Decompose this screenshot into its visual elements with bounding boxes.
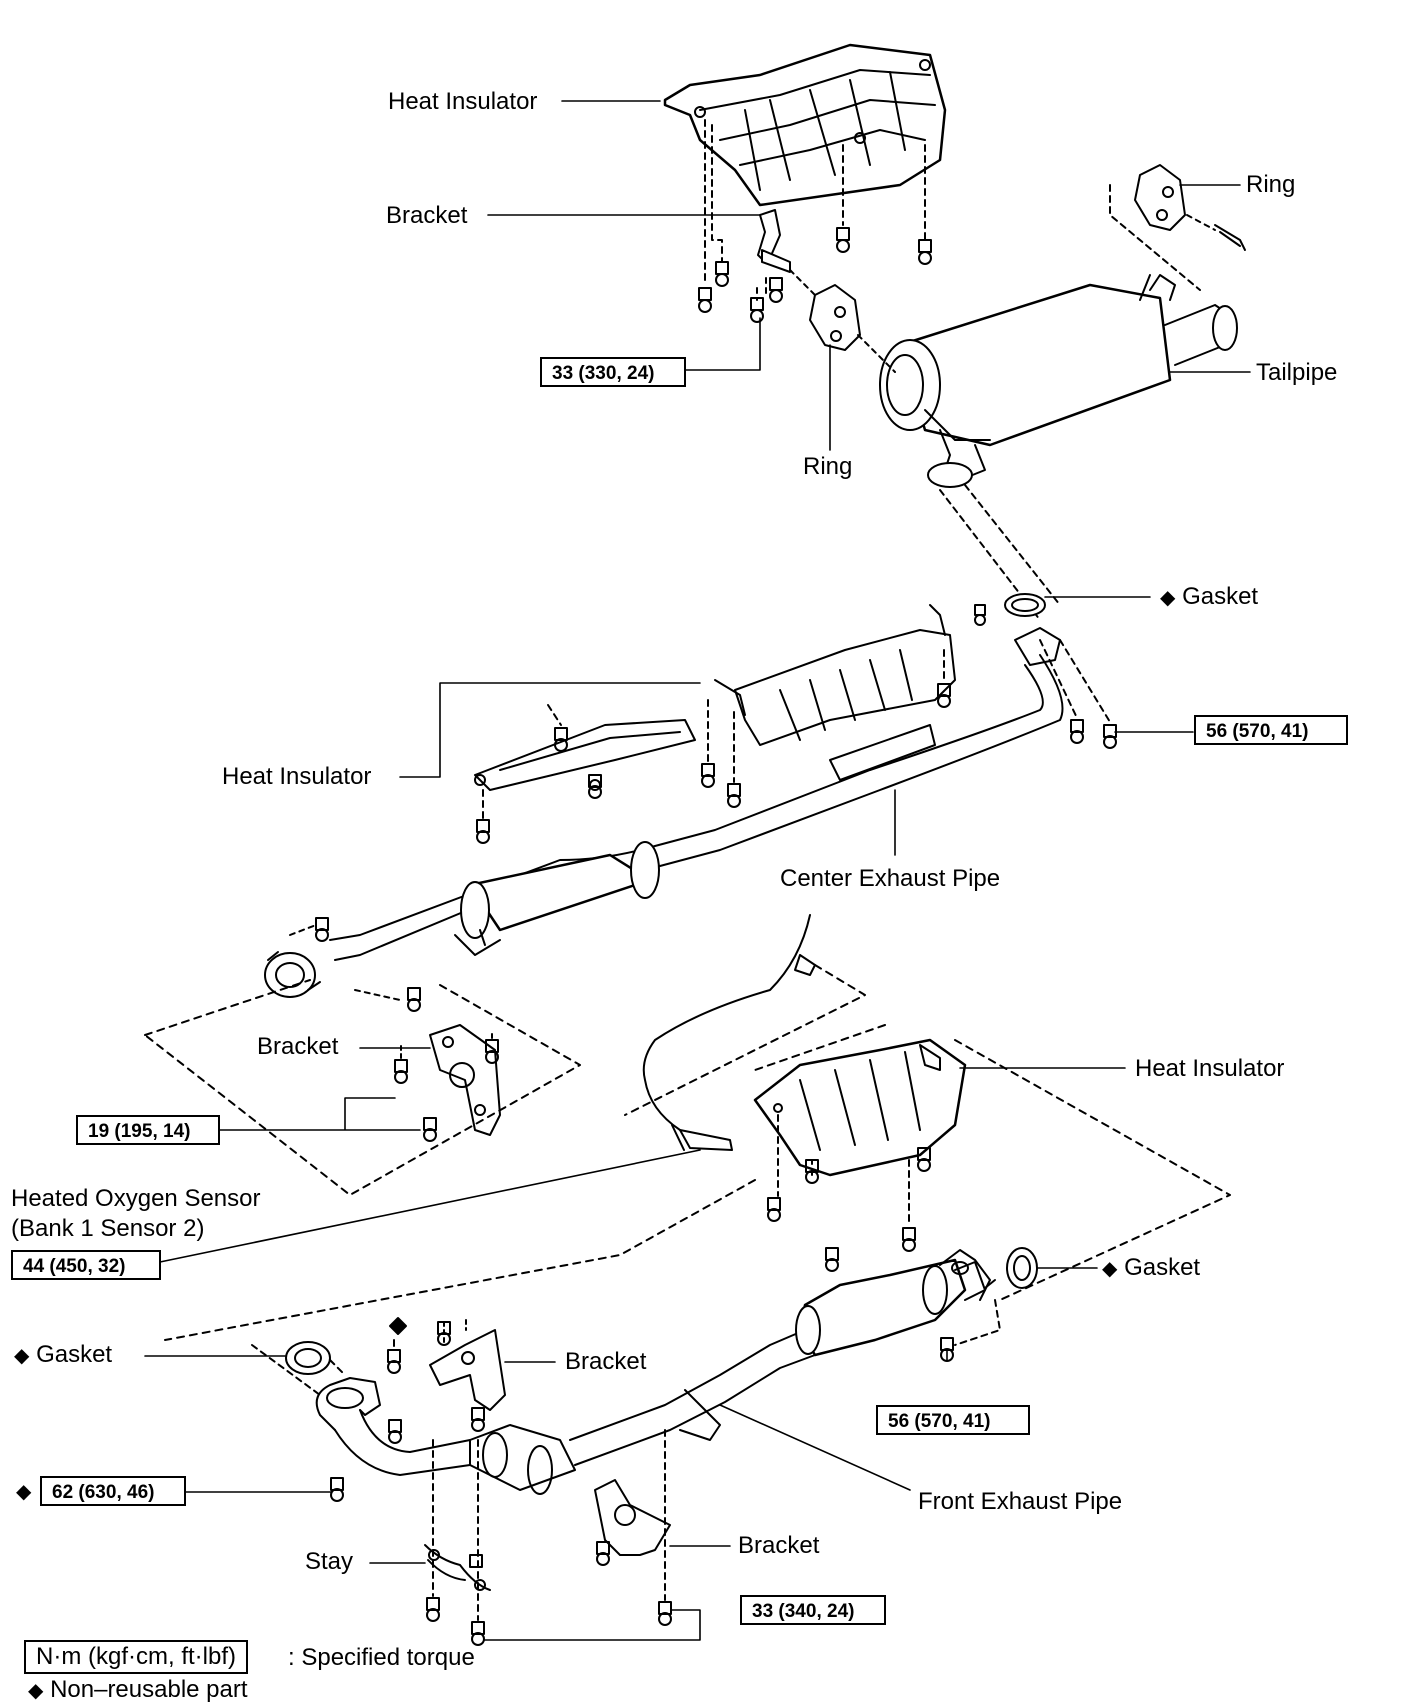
label-gasket-right-low: ◆ Gasket	[1102, 1254, 1200, 1283]
dashed-box-low-insulator	[754, 1024, 1231, 1301]
label-stay: Stay	[305, 1548, 354, 1575]
label-bracket-mid: Bracket	[257, 1033, 339, 1060]
label-bracket-top: Bracket	[386, 202, 468, 229]
nonreusable-symbol: ◆	[16, 1481, 32, 1503]
heat-insulator-top-dash-lines	[704, 119, 926, 286]
torque-box-62-630-46: 62 (630, 46)	[40, 1476, 186, 1506]
ring-mid-part	[789, 269, 896, 373]
dashed-box-mid	[144, 979, 581, 1196]
front-pipe-gasket-right	[1006, 1247, 1038, 1289]
torque-62-row: ◆	[16, 1477, 31, 1506]
leader-lines-top	[487, 100, 761, 371]
bracket-mid-part	[394, 1024, 501, 1142]
legend-unit-box: N·m (kgf·cm, ft·lbf)	[24, 1640, 248, 1674]
bottom-bolts	[330, 1339, 672, 1646]
nonreusable-symbol: ◆	[28, 1680, 44, 1702]
heat-insulator-mid-bolts	[476, 604, 1117, 844]
label-heated-oxygen-sensor-sub: (Bank 1 Sensor 2)	[11, 1215, 205, 1242]
legend-nonreusable: ◆ Non–reusable part	[28, 1676, 248, 1705]
leader-heat-insulator-mid	[399, 682, 701, 778]
nonreusable-symbol: ◆	[1160, 587, 1176, 609]
heat-insulator-mid-dashes	[482, 639, 1111, 819]
torque-box-56-570-41-lower: 56 (570, 41)	[876, 1405, 1030, 1435]
label-ring-mid: Ring	[803, 453, 853, 480]
oxygen-sensor-part	[642, 914, 816, 1151]
bolts-top	[698, 227, 932, 323]
center-pipe-left-bolts	[289, 917, 421, 1012]
nonreusable-symbol: ◆	[14, 1345, 30, 1367]
torque-box-33-340-24: 33 (340, 24)	[740, 1595, 886, 1625]
dashed-gasket-left	[251, 1344, 346, 1396]
torque-box-19-195-14: 19 (195, 14)	[76, 1115, 220, 1145]
label-gasket-mid: ◆ Gasket	[1160, 583, 1258, 612]
label-tailpipe: Tailpipe	[1256, 359, 1338, 386]
label-bracket-bottom: Bracket	[738, 1532, 820, 1559]
nonreusable-marker-front	[389, 1317, 407, 1335]
label-center-exhaust-pipe: Center Exhaust Pipe	[780, 865, 1001, 892]
label-heat-insulator-low: Heat Insulator	[1135, 1055, 1285, 1082]
muffler-tailpipe-part	[879, 274, 1238, 488]
torque-box-33-330-24: 33 (330, 24)	[540, 357, 686, 387]
gasket-left-low-part	[285, 1341, 331, 1375]
label-heat-insulator-top: Heat Insulator	[388, 88, 538, 115]
leader-33-b	[484, 1609, 701, 1641]
leader-19	[219, 1097, 421, 1131]
bracket-bottom-part	[594, 1479, 671, 1566]
label-gasket-left-low-text: Gasket	[36, 1341, 113, 1368]
dashed-box-sensor	[164, 964, 866, 1341]
center-exhaust-pipe-part	[264, 627, 1064, 998]
bracket-top-part	[756, 209, 791, 301]
heat-insulator-low-bolts	[767, 1114, 931, 1272]
label-gasket-right-low-text: Gasket	[1124, 1254, 1201, 1281]
legend-nonreusable-text: Non–reusable part	[50, 1676, 248, 1703]
heat-insulator-top-part	[663, 43, 947, 207]
leader-oxygen-sensor	[159, 1149, 701, 1263]
heat-insulator-low-part	[753, 1038, 967, 1177]
front-exhaust-pipe-part	[315, 1249, 996, 1495]
label-bracket-low: Bracket	[565, 1348, 647, 1375]
label-heat-insulator-mid: Heat Insulator	[222, 763, 372, 790]
label-heated-oxygen-sensor: Heated Oxygen Sensor	[11, 1185, 261, 1212]
label-gasket-mid-text: Gasket	[1182, 583, 1259, 610]
torque-box-56-570-41-upper: 56 (570, 41)	[1194, 715, 1348, 745]
label-front-exhaust-pipe: Front Exhaust Pipe	[918, 1488, 1123, 1515]
heat-insulator-mid-part	[474, 604, 956, 791]
bracket-low-part	[388, 1319, 506, 1444]
ring-right-part	[1109, 164, 1246, 291]
label-ring-right: Ring	[1246, 171, 1296, 198]
front-pipe-nut-right	[940, 1299, 1001, 1362]
gasket-mid-part	[1004, 593, 1046, 617]
label-gasket-left-low: ◆ Gasket	[14, 1341, 112, 1370]
legend-unit-text: : Specified torque	[288, 1644, 475, 1671]
leader-front-exhaust-pipe	[719, 1404, 911, 1491]
torque-box-44-450-32: 44 (450, 32)	[11, 1250, 161, 1280]
nonreusable-symbol: ◆	[1102, 1258, 1118, 1280]
